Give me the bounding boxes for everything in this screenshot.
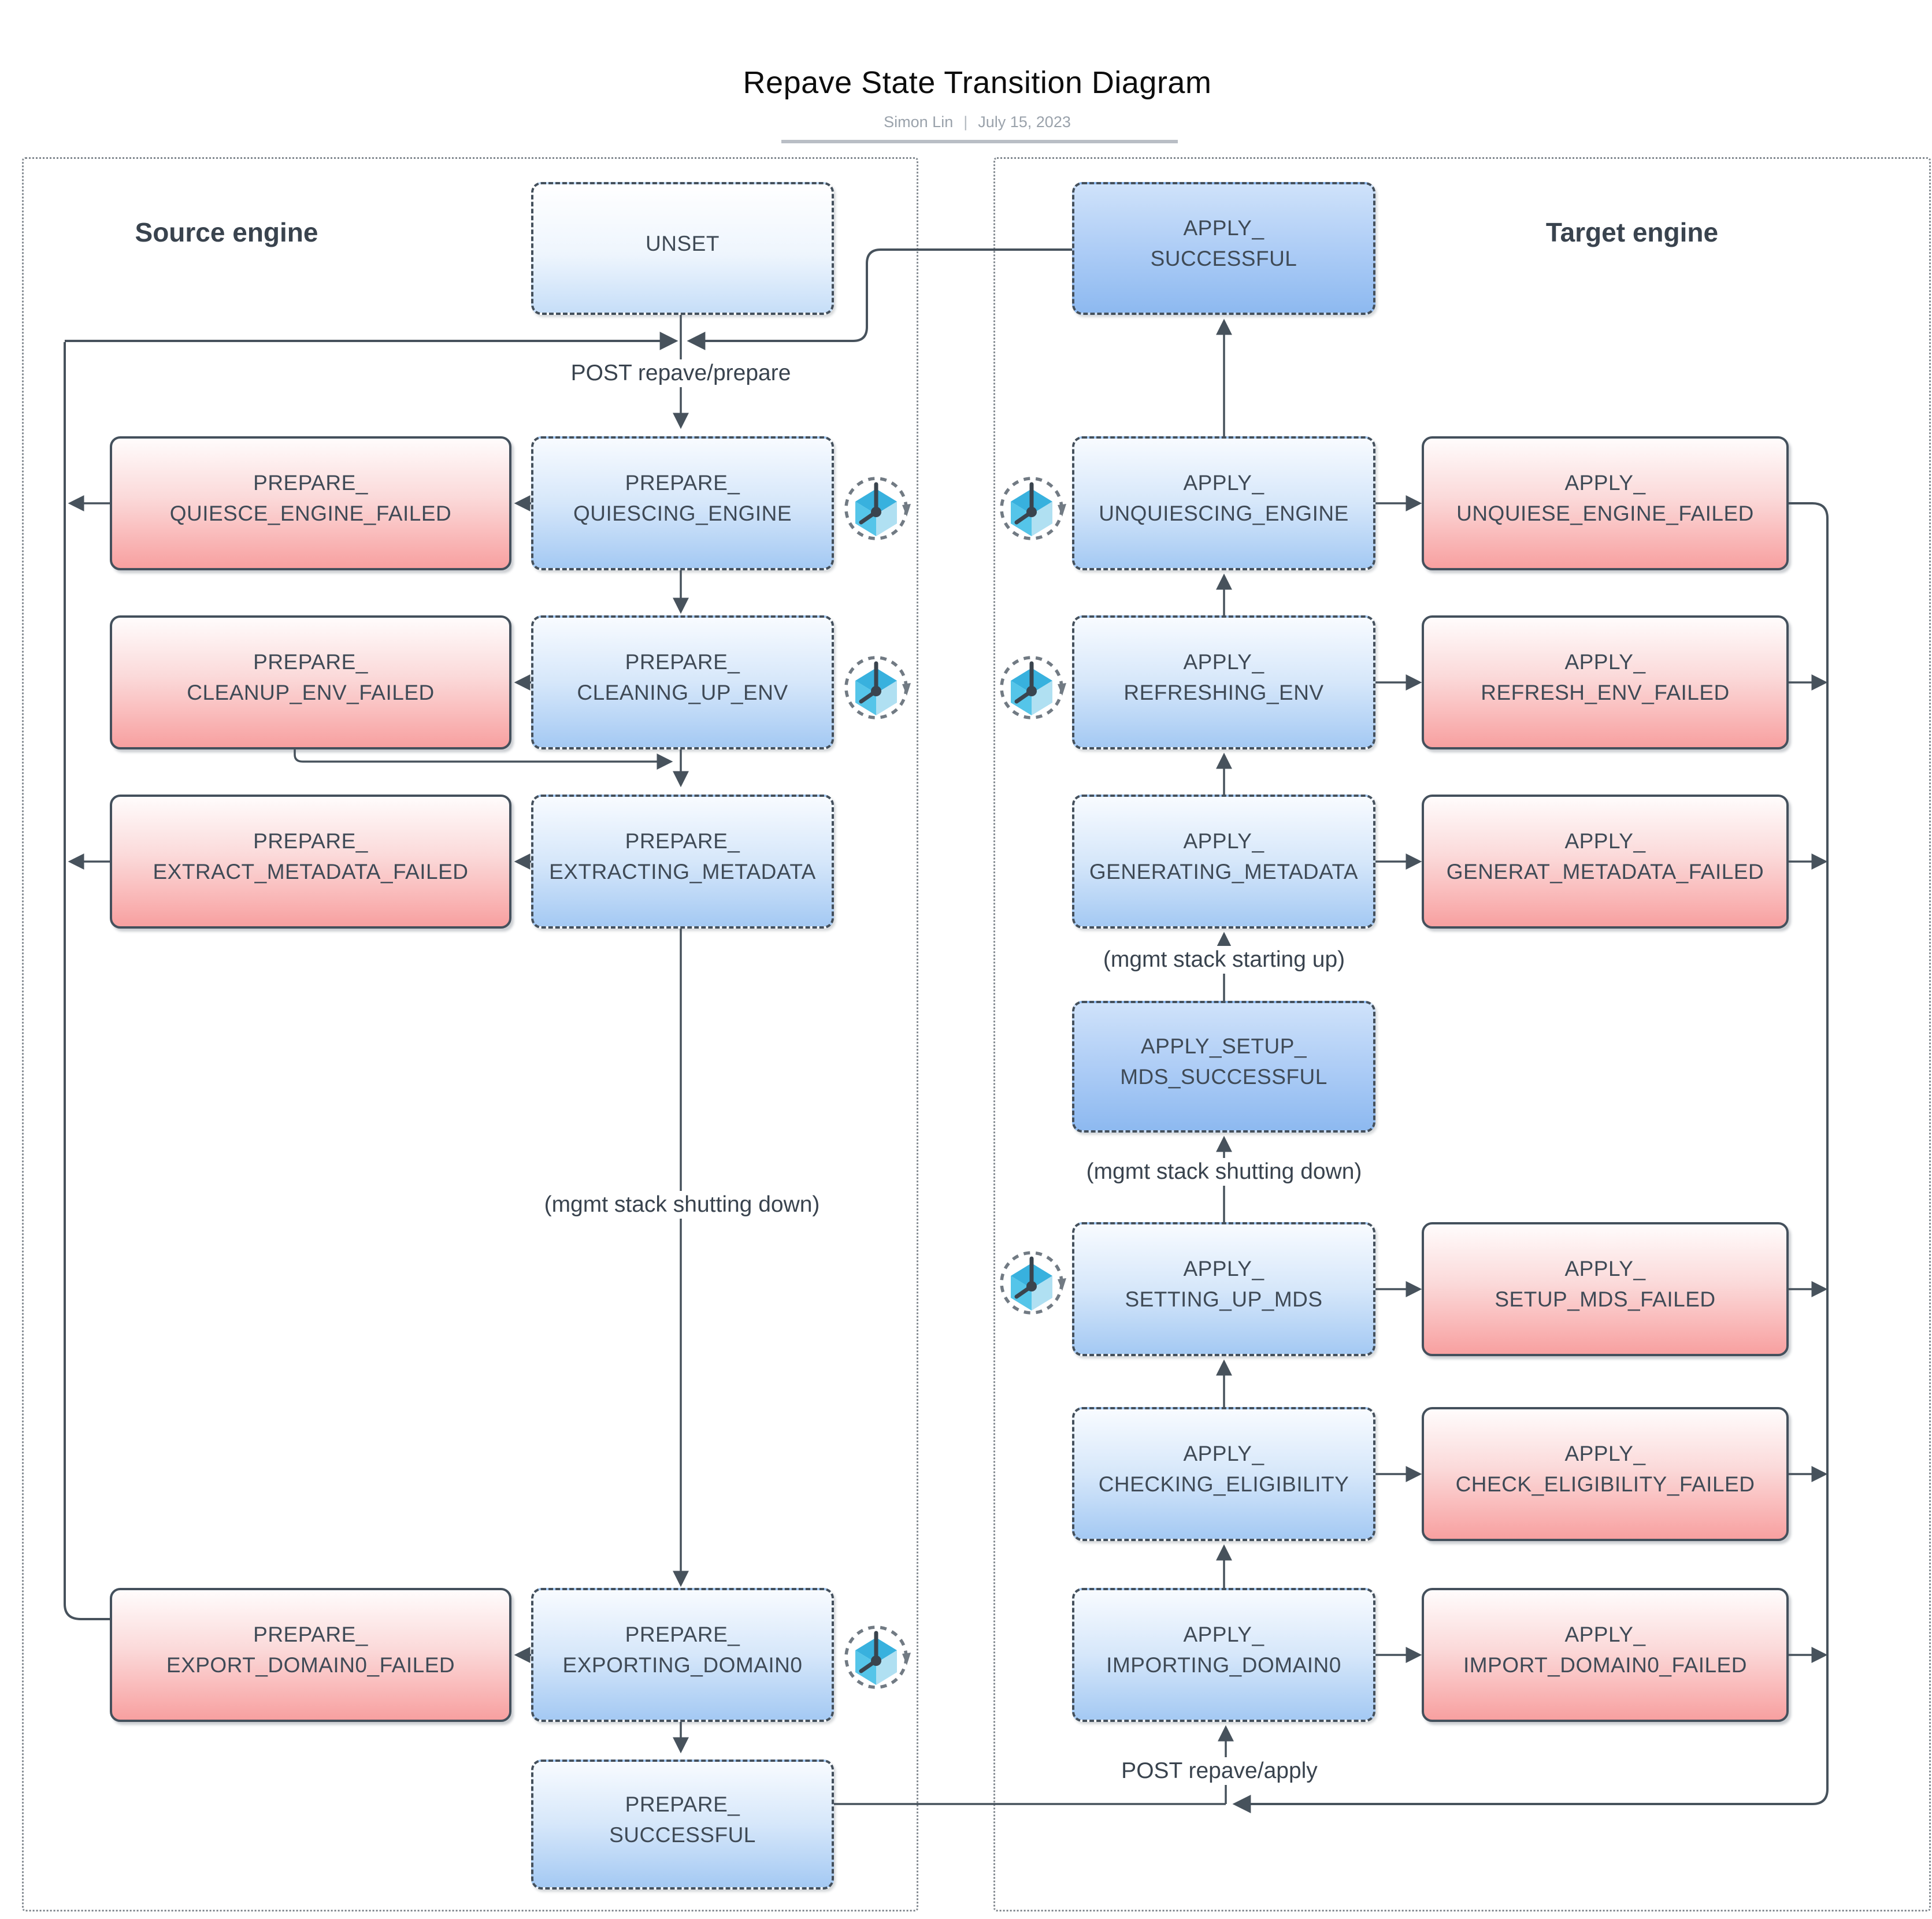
state-apply-importing-domain0: APPLY_ IMPORTING_DOMAIN0 — [1072, 1588, 1375, 1722]
state-apply-checking-eligibility: APPLY_ CHECKING_ELIGIBILITY — [1072, 1407, 1375, 1541]
cube-clock-retry-icon — [1000, 656, 1066, 719]
state-apply-check-eligibility-failed: APPLY_ CHECK_ELIGIBILITY_FAILED — [1422, 1407, 1789, 1541]
state-prepare-quiescing-engine: PREPARE_ QUIESCING_ENGINE — [531, 436, 834, 570]
state-prepare-extracting-metadata: PREPARE_ EXTRACTING_METADATA — [531, 795, 834, 929]
state-apply-refreshing-env: APPLY_ REFRESHING_ENV — [1072, 615, 1375, 749]
state-label-line: PREPARE_ — [253, 829, 368, 853]
state-apply-generat-metadata-failed: APPLY_ GENERAT_METADATA_FAILED — [1422, 795, 1789, 929]
state-label-line: UNQUIESE_ENGINE_FAILED — [1456, 502, 1754, 525]
cube-clock-retry-icon — [844, 656, 911, 719]
byline-divider — [781, 140, 1178, 143]
state-unset: UNSET — [531, 182, 834, 315]
state-apply-setup-mds-successful: APPLY_SETUP_ MDS_SUCCESSFUL — [1072, 1001, 1375, 1133]
state-prepare-cleanup-env-failed: PREPARE_ CLEANUP_ENV_FAILED — [110, 615, 511, 749]
source-engine-label: Source engine — [135, 217, 318, 247]
state-label-line: SUCCESSFUL — [609, 1823, 756, 1847]
edge-label-post-apply: POST repave/apply — [1112, 1757, 1327, 1785]
state-label-line: APPLY_ — [1183, 829, 1264, 853]
state-label-line: PREPARE_ — [253, 650, 368, 674]
state-label-line: REFRESH_ENV_FAILED — [1481, 681, 1730, 704]
state-prepare-exporting-domain0: PREPARE_ EXPORTING_DOMAIN0 — [531, 1588, 834, 1722]
state-apply-refresh-env-failed: APPLY_ REFRESH_ENV_FAILED — [1422, 615, 1789, 749]
byline-date: July 15, 2023 — [978, 113, 1071, 131]
state-label-line: PREPARE_ — [625, 471, 740, 495]
state-label-line: EXTRACT_METADATA_FAILED — [153, 860, 469, 884]
state-label-line: GENERAT_METADATA_FAILED — [1446, 860, 1764, 884]
state-prepare-export-domain0-failed: PREPARE_ EXPORT_DOMAIN0_FAILED — [110, 1588, 511, 1722]
state-label-line: IMPORT_DOMAIN0_FAILED — [1463, 1653, 1747, 1677]
state-apply-setting-up-mds: APPLY_ SETTING_UP_MDS — [1072, 1222, 1375, 1356]
cube-clock-retry-icon — [1000, 1251, 1066, 1315]
state-prepare-cleaning-up-env: PREPARE_ CLEANING_UP_ENV — [531, 615, 834, 749]
target-engine-container — [993, 157, 1931, 1911]
state-label-line: EXPORT_DOMAIN0_FAILED — [166, 1653, 455, 1677]
state-label-line: CLEANUP_ENV_FAILED — [187, 681, 435, 704]
cube-clock-retry-icon — [844, 1625, 911, 1689]
state-label-line: UNSET — [646, 231, 720, 255]
byline-separator: | — [963, 113, 968, 131]
state-label-line: CHECK_ELIGIBILITY_FAILED — [1455, 1472, 1755, 1496]
state-label-line: SUCCESSFUL — [1150, 247, 1297, 270]
state-label-line: APPLY_ — [1183, 1623, 1264, 1647]
state-label-line: UNQUIESCING_ENGINE — [1099, 502, 1349, 525]
state-label-line: APPLY_SETUP_ — [1140, 1034, 1307, 1059]
state-label-line: APPLY_ — [1564, 829, 1646, 853]
state-label-line: EXTRACTING_METADATA — [549, 860, 816, 884]
state-apply-setup-mds-failed: APPLY_ SETUP_MDS_FAILED — [1422, 1222, 1789, 1356]
state-label-line: QUIESCE_ENGINE_FAILED — [169, 502, 452, 525]
state-label-line: QUIESCING_ENGINE — [573, 502, 792, 525]
state-label-line: CLEANING_UP_ENV — [577, 681, 788, 704]
state-label-line: MDS_SUCCESSFUL — [1120, 1065, 1327, 1089]
state-label-line: APPLY_ — [1564, 1257, 1646, 1281]
state-apply-unquiescing-engine: APPLY_ UNQUIESCING_ENGINE — [1072, 436, 1375, 570]
source-engine-container — [22, 157, 918, 1911]
state-label-line: APPLY_ — [1183, 1257, 1264, 1281]
state-label-line: APPLY_ — [1564, 1442, 1646, 1466]
state-prepare-successful: PREPARE_ SUCCESSFUL — [531, 1760, 834, 1890]
state-apply-successful: APPLY_ SUCCESSFUL — [1072, 182, 1375, 315]
state-label-line: APPLY_ — [1564, 1623, 1646, 1647]
byline-author: Simon Lin — [884, 113, 954, 131]
edge-label-post-prepare: POST repave/prepare — [561, 359, 800, 387]
edge-label-mgmt-startup-right: (mgmt stack starting up) — [1093, 946, 1355, 974]
state-label-line: APPLY_ — [1183, 216, 1264, 240]
byline: Simon Lin | July 15, 2023 — [590, 113, 1364, 131]
cube-clock-retry-icon — [1000, 477, 1066, 540]
cube-clock-retry-icon — [844, 477, 911, 540]
state-label-line: APPLY_ — [1183, 471, 1264, 495]
state-apply-unquiese-engine-failed: APPLY_ UNQUIESE_ENGINE_FAILED — [1422, 436, 1789, 570]
state-apply-import-domain0-failed: APPLY_ IMPORT_DOMAIN0_FAILED — [1422, 1588, 1789, 1722]
page-title: Repave State Transition Diagram — [743, 65, 1212, 100]
state-label-line: PREPARE_ — [625, 829, 740, 853]
state-label-line: APPLY_ — [1564, 650, 1646, 674]
state-apply-generating-metadata: APPLY_ GENERATING_METADATA — [1072, 795, 1375, 929]
state-label-line: CHECKING_ELIGIBILITY — [1098, 1472, 1349, 1496]
edge-label-mgmt-shutdown-right: (mgmt stack shutting down) — [1077, 1158, 1371, 1186]
state-label-line: GENERATING_METADATA — [1089, 860, 1359, 884]
state-prepare-quiesce-engine-failed: PREPARE_ QUIESCE_ENGINE_FAILED — [110, 436, 511, 570]
state-label-line: PREPARE_ — [625, 1623, 740, 1647]
state-label-line: SETTING_UP_MDS — [1125, 1287, 1323, 1311]
edge-label-mgmt-shutdown-left: (mgmt stack shutting down) — [535, 1191, 829, 1219]
state-label-line: PREPARE_ — [253, 1623, 368, 1647]
state-prepare-extract-metadata-failed: PREPARE_ EXTRACT_METADATA_FAILED — [110, 795, 511, 929]
target-engine-label: Target engine — [1545, 217, 1719, 247]
state-label-line: EXPORTING_DOMAIN0 — [562, 1653, 803, 1677]
state-label-line: PREPARE_ — [253, 471, 368, 495]
state-label-line: PREPARE_ — [625, 1792, 740, 1816]
state-label-line: APPLY_ — [1183, 650, 1264, 674]
state-label-line: APPLY_ — [1183, 1442, 1264, 1466]
state-label-line: APPLY_ — [1564, 471, 1646, 495]
state-label-line: REFRESHING_ENV — [1123, 681, 1324, 704]
state-label-line: IMPORTING_DOMAIN0 — [1106, 1653, 1341, 1677]
state-label-line: SETUP_MDS_FAILED — [1495, 1287, 1716, 1311]
state-label-line: PREPARE_ — [625, 650, 740, 674]
